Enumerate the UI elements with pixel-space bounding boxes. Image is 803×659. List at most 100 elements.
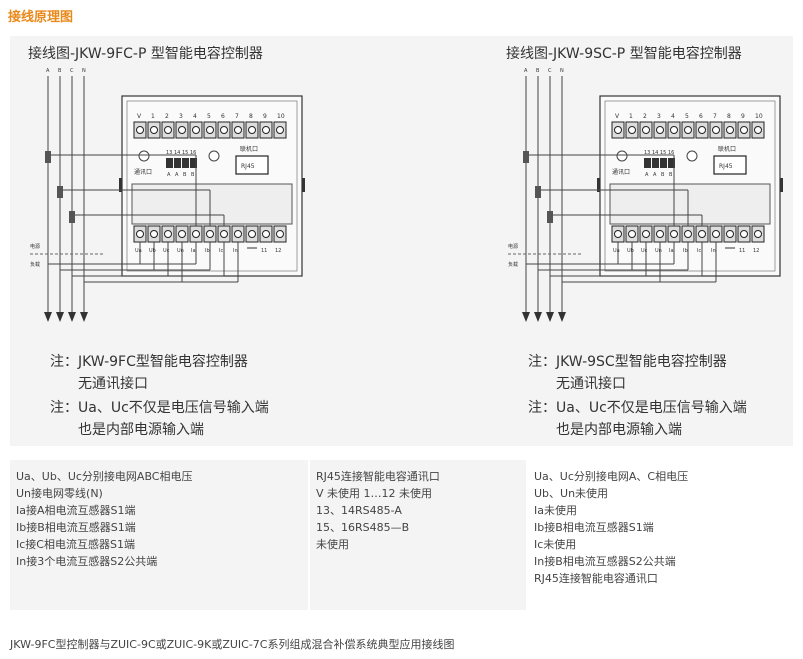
- indicator-light: [208, 150, 220, 162]
- bottom-terminal-label: Ub: [627, 248, 634, 254]
- comm-pin: [190, 158, 197, 168]
- top-terminal-label: 4: [193, 113, 197, 120]
- ground-arrow-icon: [68, 312, 76, 322]
- load-label: 负载: [30, 261, 40, 268]
- phase-label: A: [524, 68, 528, 74]
- terminal-screw: [150, 230, 158, 238]
- description-line: RJ45连接智能电容通讯口: [534, 572, 658, 585]
- bottom-terminal-label: Ic: [219, 248, 223, 254]
- terminal-screw: [642, 126, 650, 134]
- description-line: Ia接A相电流互感器S1端: [16, 504, 136, 517]
- terminal-screw: [656, 126, 664, 134]
- phase-label: A: [46, 68, 50, 74]
- comm-pin-label: 15: [182, 150, 188, 156]
- bottom-terminal-label: Uc: [641, 248, 648, 254]
- terminal-screw: [740, 126, 748, 134]
- bottom-terminal-label: 11: [739, 248, 745, 254]
- terminal-screw: [262, 126, 270, 134]
- comm-pin: [660, 158, 667, 168]
- bottom-terminal-label: Ia: [669, 248, 674, 254]
- comm-pin-sub: B: [191, 172, 195, 178]
- description-line: V 未使用 1…12 未使用: [316, 487, 433, 500]
- load-label: 负载: [508, 261, 518, 268]
- indicator-light: [686, 150, 698, 162]
- top-terminal-label: 3: [657, 113, 661, 120]
- top-terminal-label: 8: [249, 113, 253, 120]
- source-label: 电源: [508, 243, 518, 250]
- diagram-title: 接线图-JKW-9FC-P 型智能电容控制器: [28, 45, 263, 62]
- comm-pin-label: 14: [652, 150, 658, 156]
- top-terminal-label: 5: [685, 113, 689, 120]
- terminal-screw: [712, 126, 720, 134]
- comm-pin-sub: B: [183, 172, 187, 178]
- housing-clip: [780, 178, 783, 192]
- current-transformer: [535, 186, 541, 198]
- top-terminal-label: 7: [713, 113, 717, 120]
- comm-pin-label: 16: [668, 150, 674, 156]
- comm-pin-sub: B: [669, 172, 673, 178]
- terminal-screw: [754, 126, 762, 134]
- diagram-note: 无通讯接口: [78, 375, 148, 392]
- terminal-screw: [220, 126, 228, 134]
- terminal-screw: [642, 230, 650, 238]
- description-line: Ua、Ub、Uc分别接电网ABC相电压: [16, 470, 193, 483]
- bottom-terminal-label: In: [711, 248, 716, 254]
- bottom-terminal-label: 12: [753, 248, 759, 254]
- top-terminal-label: 4: [671, 113, 675, 120]
- rj45-port: [713, 155, 747, 175]
- comm-port-label: 通讯口: [612, 168, 630, 176]
- terminal-screw: [698, 126, 706, 134]
- terminal-screw: [276, 230, 284, 238]
- terminal-screw: [206, 126, 214, 134]
- terminal-screw: [192, 230, 200, 238]
- diagram-note: 也是内部电源输入端: [78, 422, 204, 438]
- diagram-note: 无通讯接口: [556, 375, 626, 392]
- phase-label: C: [70, 68, 74, 74]
- terminal-screw: [178, 126, 186, 134]
- terminal-screw: [234, 126, 242, 134]
- current-transformer: [523, 151, 529, 163]
- housing-clip: [119, 178, 122, 192]
- terminal-screw: [670, 230, 678, 238]
- terminal-screw: [262, 230, 270, 238]
- current-transformer: [45, 151, 51, 163]
- top-terminal-label: 1: [629, 113, 633, 120]
- bottom-terminal-label: Un: [177, 248, 184, 254]
- top-terminal-label: 10: [755, 113, 763, 120]
- terminal-screw: [614, 126, 622, 134]
- controller-inner-frame: [604, 100, 776, 272]
- phase-label: B: [58, 68, 62, 74]
- top-terminal-label: 3: [179, 113, 183, 120]
- current-transformer: [547, 211, 553, 223]
- description-line: Ua、Uc分别接电网A、C相电压: [534, 470, 689, 483]
- top-terminal-label: 7: [235, 113, 239, 120]
- comm-pin-label: 13: [166, 150, 172, 156]
- bottom-terminal-label: Ua: [135, 248, 142, 254]
- source-label: 电源: [30, 243, 40, 250]
- display-window: [609, 183, 771, 225]
- description-line: Ub、Un未使用: [534, 487, 609, 500]
- bottom-terminal-label: Ub: [149, 248, 156, 254]
- bottom-terminal-label: Uc: [163, 248, 170, 254]
- terminal-screw: [248, 126, 256, 134]
- terminal-screw: [670, 126, 678, 134]
- top-terminal-label: 6: [221, 113, 225, 120]
- terminal-screw: [150, 126, 158, 134]
- bottom-terminal-label: Un: [655, 248, 662, 254]
- display-window: [131, 183, 293, 225]
- indicator-light: [616, 150, 628, 162]
- comm-pin: [182, 158, 189, 168]
- terminal-screw: [276, 126, 284, 134]
- comm-pin-sub: A: [645, 172, 649, 178]
- comm-port-label: 通讯口: [134, 168, 152, 176]
- description-line: Ib接B相电流互感器S1端: [534, 521, 654, 534]
- figure-caption: JKW-9FC型控制器与ZUIC-9C或ZUIC-9K或ZUIC-7C系列组成混…: [10, 638, 455, 651]
- diagram-title: 接线图-JKW-9SC-P 型智能电容控制器: [506, 45, 742, 62]
- housing-clip: [302, 178, 305, 192]
